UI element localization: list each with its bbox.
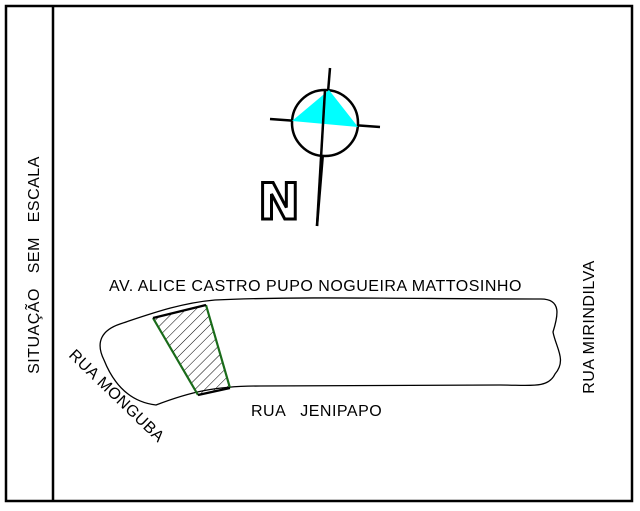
outer-frame — [4, 4, 634, 503]
north-arrow-icon — [269, 67, 381, 227]
hatched-lot — [153, 305, 230, 395]
lot-left-edge — [152, 317, 199, 396]
street-label-top: AV. ALICE CASTRO PUPO NOGUEIRA MATTOSINH… — [109, 278, 522, 295]
sidebar-title: SITUAÇÃO SEM ESCALA — [23, 156, 43, 374]
lot-top-edge — [152, 303, 207, 320]
street-label-bottom: RUA JENIPAPO — [251, 403, 382, 420]
north-label: N — [258, 173, 300, 231]
lot-right-edge — [204, 304, 232, 389]
street-label-left: RUA MONGUBA — [65, 347, 167, 446]
lot-bottom-edge — [197, 386, 231, 397]
street-outline — [99, 297, 562, 406]
street-label-right: RUA MIRINDILVA — [581, 260, 598, 394]
